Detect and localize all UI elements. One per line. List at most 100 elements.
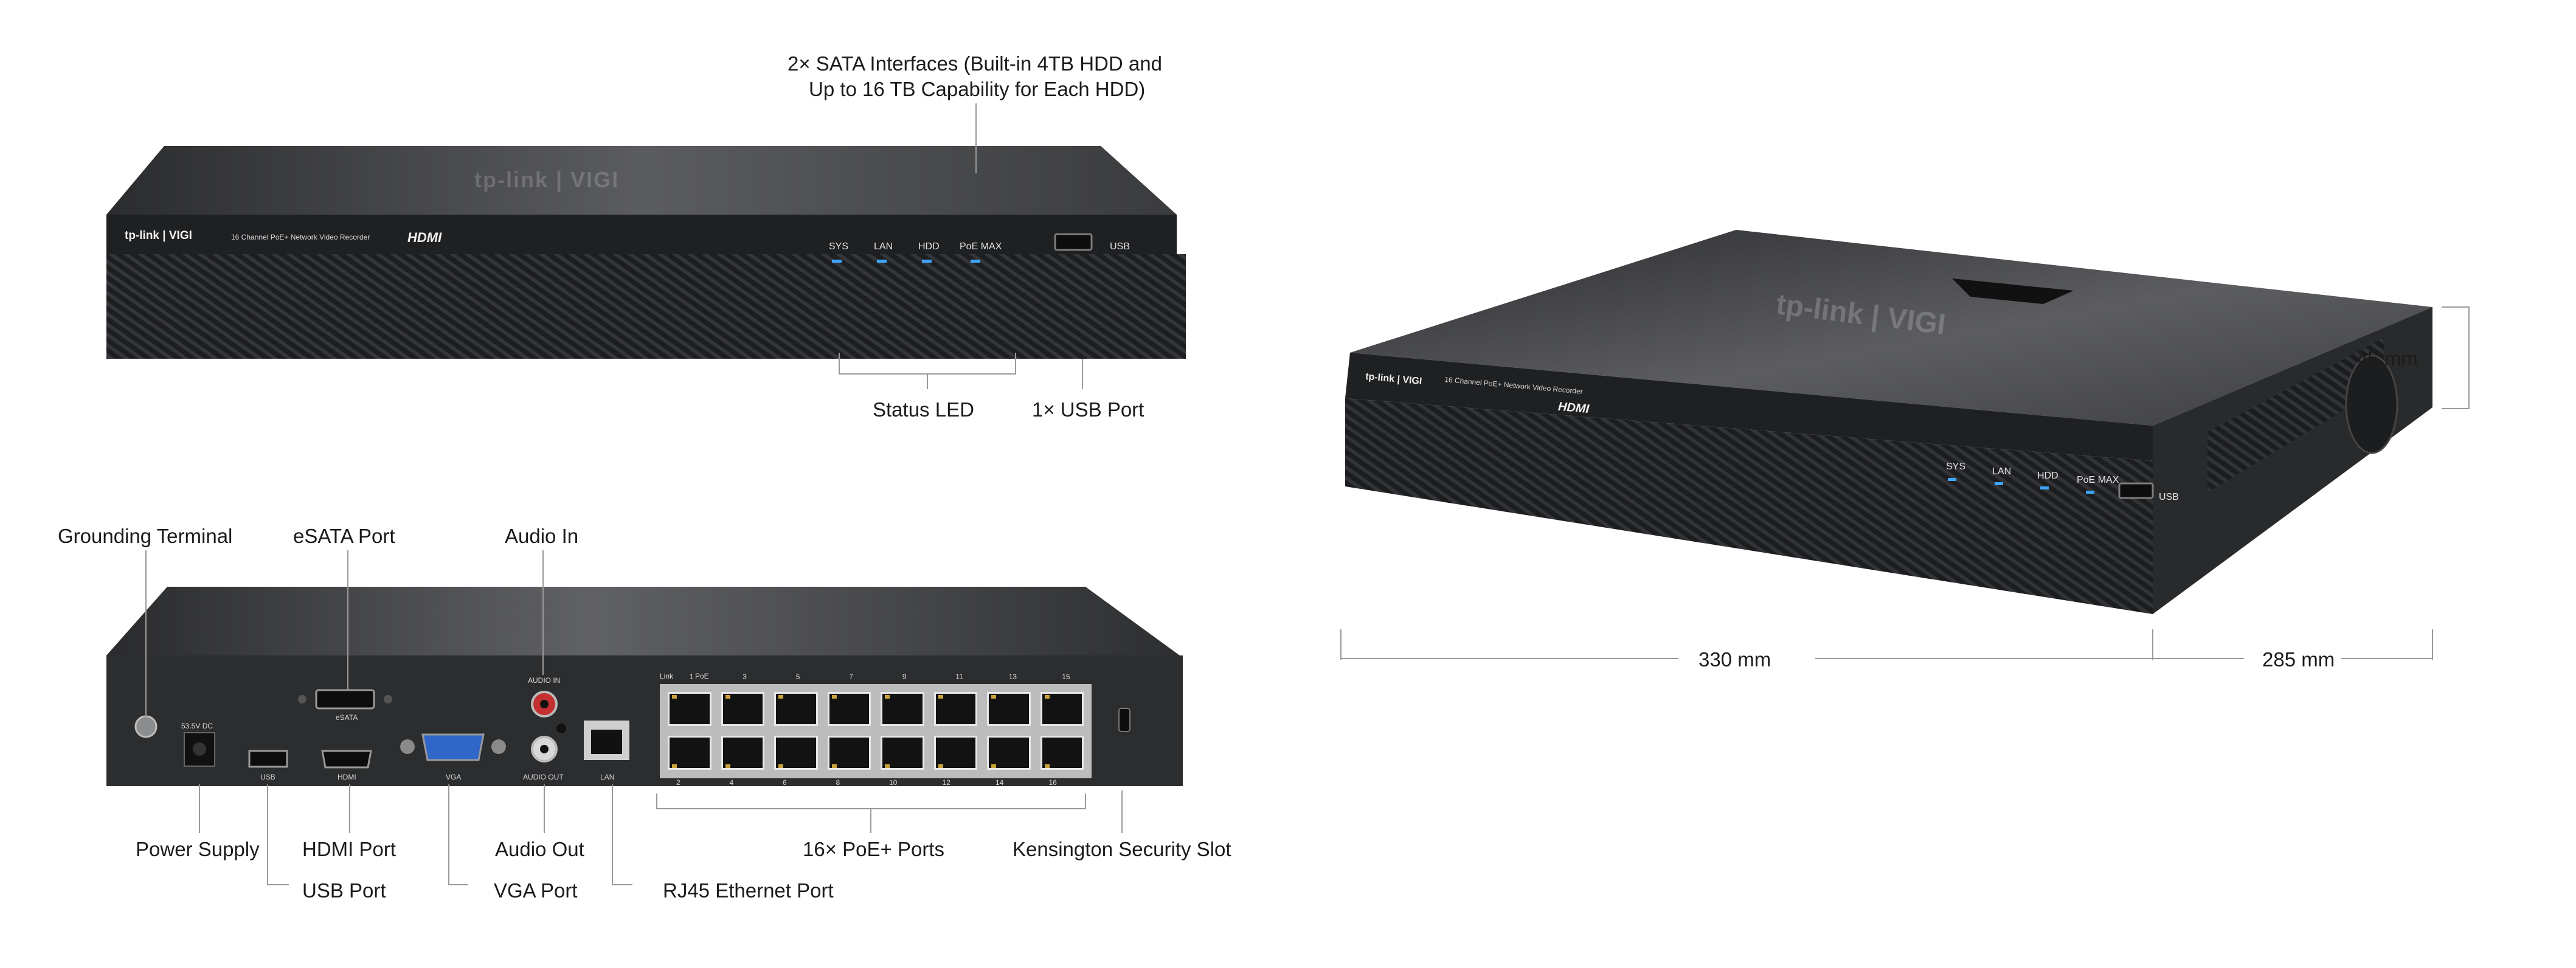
rear-usb-label: USB — [260, 773, 275, 781]
iso-led-hdd — [2040, 486, 2049, 489]
audio-in-label: AUDIO IN — [528, 676, 561, 685]
poe-port-number-top: 1 — [689, 672, 694, 681]
poe-port — [774, 692, 818, 726]
iso-usb-label: USB — [2159, 492, 2179, 502]
vga-port — [421, 733, 485, 761]
hdmi-slot — [321, 750, 372, 769]
poe-port — [721, 692, 764, 726]
iso-led-lan — [1995, 482, 2003, 485]
poe-port — [827, 692, 871, 726]
kensington-slot — [1118, 708, 1130, 732]
iso-top-notch — [1952, 278, 2074, 304]
poe-port-number-bottom: 2 — [676, 778, 680, 787]
poe-port — [987, 736, 1031, 770]
poe-port-led — [885, 764, 890, 768]
front-usb-label: USB — [1110, 241, 1130, 252]
power-callout: Power Supply — [136, 838, 260, 860]
vga-screw-right — [491, 739, 506, 754]
grounding-callout: Grounding Terminal — [58, 525, 233, 547]
poe-port-number-bottom: 4 — [729, 778, 734, 787]
front-bezel — [106, 215, 1177, 254]
lan-port-hole — [591, 730, 622, 754]
audio-out-callout: Audio Out — [495, 838, 584, 860]
front-device-graphic — [106, 146, 1186, 359]
reset-hole — [556, 724, 566, 733]
link-label: Link — [660, 672, 674, 680]
audio-out-label: AUDIO OUT — [523, 773, 564, 781]
rear-top-surface — [106, 587, 1180, 655]
poe-port-number-bottom: 6 — [783, 778, 787, 787]
led-lan-light — [877, 260, 887, 263]
poe-port — [774, 736, 818, 770]
poe-port-led — [672, 764, 677, 768]
kensington-callout: Kensington Security Slot — [1013, 838, 1231, 860]
front-usb-slot — [1054, 233, 1093, 251]
front-brand: tp-link | VIGI — [125, 229, 192, 242]
usb-port-callout: 1× USB Port — [1032, 398, 1144, 421]
iso-led-label-hdd: HDD — [2037, 471, 2058, 481]
poe-port-led — [991, 764, 996, 768]
esata-label: eSATA — [336, 713, 358, 722]
iso-view: tp-link | VIGI tp-link | VIGI 16 Channel… — [1338, 225, 2445, 620]
poe-port-number-top: 3 — [743, 672, 747, 681]
led-label-lan: LAN — [874, 241, 893, 252]
depth-dimension: 285 mm — [2262, 648, 2335, 671]
led-poe-light — [971, 260, 980, 263]
iso-device-graphic — [1345, 230, 2432, 614]
iso-led-label-sys: SYS — [1946, 462, 1966, 472]
status-led-callout: Status LED — [873, 398, 974, 421]
poe-port-led — [778, 764, 783, 768]
lan-label: LAN — [600, 773, 615, 781]
poe-port — [1040, 692, 1084, 726]
poe-port-number-bottom: 14 — [995, 778, 1004, 787]
poe-port — [1040, 736, 1084, 770]
power-jack-hole — [193, 742, 206, 756]
poe-port — [881, 692, 924, 726]
vga-callout: VGA Port — [494, 879, 578, 902]
sata-callout-line2: Up to 16 TB Capability for Each HDD) — [809, 78, 1146, 100]
poe-port — [933, 692, 977, 726]
esata-screw-right — [384, 695, 392, 704]
poe-port-number-top: 11 — [955, 672, 963, 681]
poe-port — [827, 736, 871, 770]
front-model-text: 16 Channel PoE+ Network Video Recorder — [231, 233, 370, 241]
usb-callout: USB Port — [302, 879, 386, 902]
poe-port-number-top: 15 — [1062, 672, 1070, 681]
poe-port-led — [725, 695, 730, 699]
poe-port-led — [831, 695, 837, 699]
psu-label: 53.5V DC — [181, 722, 213, 730]
led-sys-light — [832, 260, 842, 263]
iso-led-sys — [1948, 478, 1956, 481]
led-label-hdd: HDD — [918, 241, 940, 252]
poe-port-led — [938, 764, 943, 768]
poe-port-number-bottom: 8 — [836, 778, 840, 787]
poe-port-led — [885, 695, 890, 699]
front-top-surface — [106, 146, 1177, 215]
audio-in-hole — [540, 700, 549, 708]
poe-label: PoE — [695, 672, 709, 680]
front-hdmi-logo: HDMI — [407, 230, 442, 245]
vga-label: VGA — [446, 773, 462, 781]
iso-side-vent — [2207, 337, 2384, 493]
poe-port-led — [831, 764, 837, 768]
poe-port-led — [672, 695, 677, 699]
poe-port-led — [938, 695, 943, 699]
poe-port-number-top: 9 — [902, 672, 907, 681]
poe-port-led — [1044, 764, 1050, 768]
rear-usb-slot — [248, 750, 288, 768]
vga-screw-left — [400, 739, 415, 754]
iso-led-label-lan: LAN — [1992, 466, 2012, 477]
esata-slot — [315, 689, 375, 710]
width-dimension: 330 mm — [1698, 648, 1771, 671]
iso-bezel — [1345, 353, 2153, 461]
poe-port-number-top: 5 — [795, 672, 800, 681]
poe-port — [987, 692, 1031, 726]
poe-port-number-bottom: 16 — [1048, 778, 1057, 787]
poe-port-led — [991, 695, 996, 699]
iso-led-poe — [2086, 491, 2094, 494]
poe-port-led — [725, 764, 730, 768]
poe-port-led — [1044, 695, 1050, 699]
